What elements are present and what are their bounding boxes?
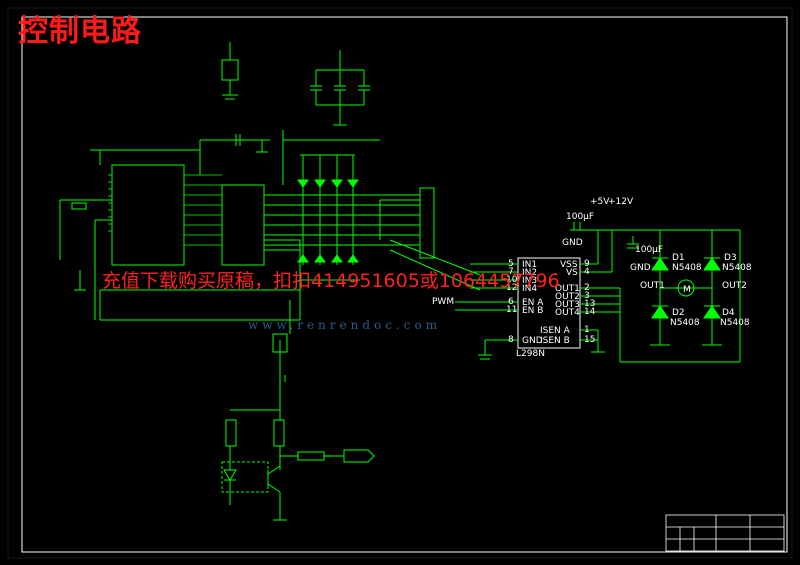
l298n-pin-num-right-0: 9: [584, 259, 590, 269]
l298n-pin-label-out3: OUT3: [555, 300, 580, 310]
l298n-pin-num-left-1: 7: [508, 267, 514, 277]
power-5v-label: +5V: [590, 197, 610, 207]
cap1-label: 100μF: [566, 212, 594, 222]
l298n-pin-num-left-3: 12: [506, 283, 517, 293]
l298n-pin-num-left-2: 10: [506, 275, 518, 285]
l298n-pin-label-vss: VSS: [560, 260, 578, 270]
l298n-pin-label-in4: IN4: [522, 284, 537, 294]
out1-label: OUT1: [640, 281, 665, 291]
l298n-pin-label-vs: VS: [566, 268, 578, 278]
diode-d4-part: N5408: [720, 318, 750, 328]
l298n-chip-name: L298N: [516, 349, 545, 359]
outer-border: [7, 7, 793, 559]
l298n-pin-num-right-4: 13: [584, 299, 595, 309]
page-title: 控制电路: [18, 14, 142, 49]
title-block: [665, 514, 785, 552]
pwm-label: PWM: [432, 297, 454, 307]
cap2-label: 100μF: [635, 245, 663, 255]
diode-array: [297, 154, 360, 281]
out2-label: OUT2: [722, 281, 747, 291]
l298n-wires: [455, 222, 740, 363]
diode-d4-name: D4: [722, 308, 735, 318]
gnd2-label: GND: [630, 263, 651, 273]
diode-d1-name: D1: [672, 253, 685, 263]
vcc-decoupling-top: [221, 42, 239, 100]
l298n-pin-num-left-4: 6: [508, 297, 514, 307]
l298n-pin-label-out1: OUT1: [555, 284, 580, 294]
l298n-pin-num-left-5: 11: [506, 305, 517, 315]
l298n-pin-label-isena: ISEN A: [540, 326, 571, 336]
l298n-outline: [517, 257, 581, 349]
bridge-diodes: [651, 257, 721, 319]
l298n-pin-num-right-2: 2: [584, 283, 590, 293]
watermark-text: 充值下载购买原稿，扣扣414951605或1064457796: [102, 270, 560, 292]
diode-d3-part: N5408: [722, 263, 752, 273]
l298n-pin-label-in2: IN2: [522, 268, 537, 278]
mcu-chip: [59, 134, 270, 320]
motor-label: M: [683, 285, 691, 295]
l298n-pin-label-gnd: GND: [522, 336, 543, 346]
l298n-pin-num-left-0: 5: [508, 259, 514, 269]
l298n-pin-label-out2: OUT2: [555, 292, 580, 302]
l298n-pin-label-in3: IN3: [522, 276, 537, 286]
diode-d1-part: N5408: [672, 263, 702, 273]
l298n-pin-num-right-5: 14: [584, 307, 596, 317]
optocoupler-circuit: [221, 300, 375, 521]
diode-d2-part: N5408: [670, 318, 700, 328]
connector-j1: [264, 187, 481, 291]
watermark-url: www.renrendoc.com: [248, 318, 442, 332]
l298n-pin-num-right-1: 4: [584, 267, 590, 277]
diode-d2-name: D2: [672, 308, 685, 318]
l298n-pin-label-out4: OUT4: [555, 308, 580, 318]
cap-bank-top: [310, 50, 370, 126]
l298n-pin-label-ena: EN A: [522, 298, 544, 308]
l298n-pin-num-right-3: 3: [584, 291, 590, 301]
drawing-border: [21, 16, 788, 553]
mcu-pins: [108, 174, 222, 246]
diode-d3-name: D3: [724, 253, 737, 263]
l298n-pin-num-right-7: 15: [584, 335, 595, 345]
gnd1-label: GND: [562, 238, 583, 248]
l298n-pin-num-left-6: 8: [508, 335, 514, 345]
power-12v-label: +12V: [608, 197, 634, 207]
l298n-pin-label-enb: EN B: [522, 306, 543, 316]
l298n-pin-label-in1: IN1: [522, 260, 537, 270]
h-bridge-wiring: [627, 229, 741, 362]
l298n-pin-label-isenb: ISEN B: [540, 336, 570, 346]
l298n-pin-num-right-6: 1: [584, 325, 590, 335]
